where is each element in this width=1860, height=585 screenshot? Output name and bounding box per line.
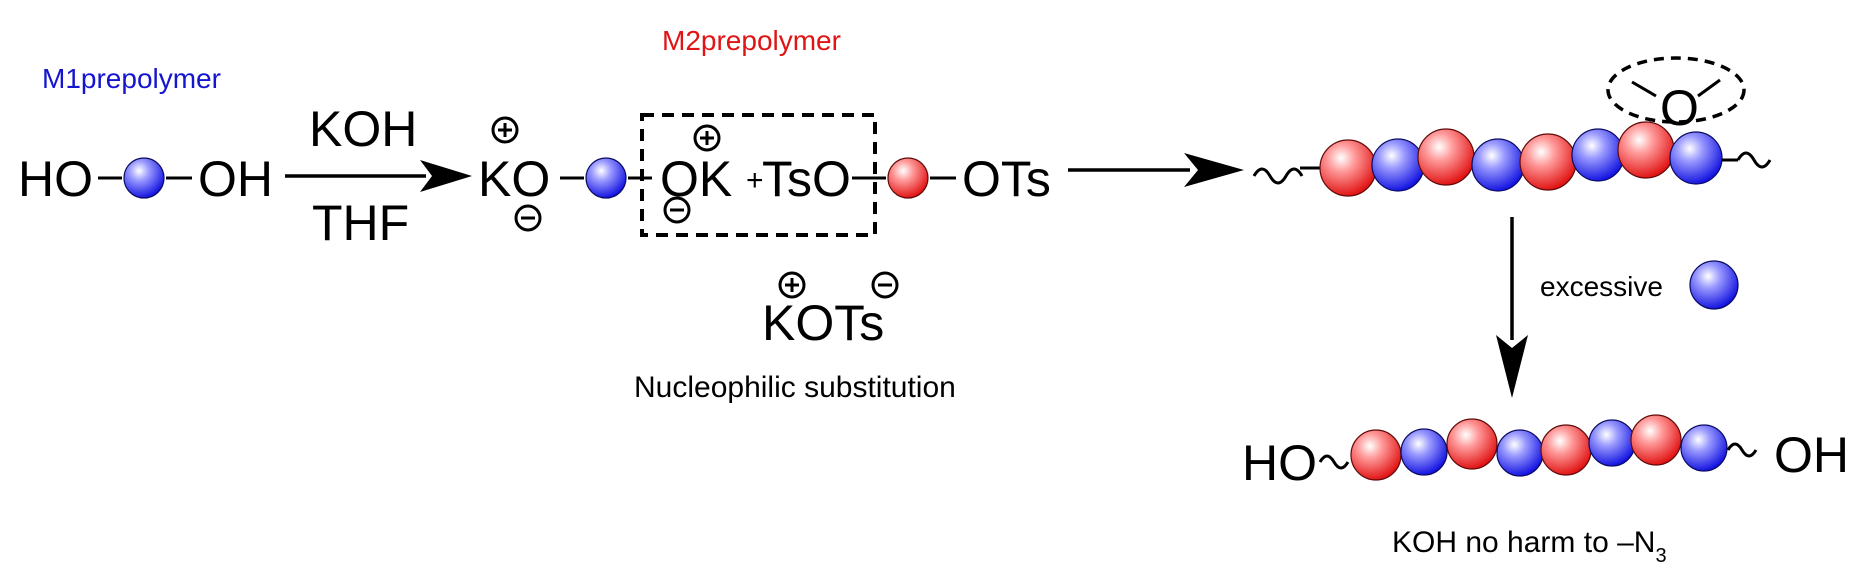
hydroxyl-terminated-copolymer: HO OH xyxy=(1242,414,1849,491)
minus-charge-icon xyxy=(663,196,691,224)
hydroxyl-right: OH xyxy=(198,151,273,207)
red-monomer-bead xyxy=(1519,133,1577,191)
red-monomer-bead xyxy=(1417,128,1475,186)
minus-charge-icon xyxy=(871,271,899,299)
kots-byproduct: KOTs xyxy=(762,271,899,351)
blue-monomer-bead xyxy=(123,157,165,199)
kots-formula: KOTs xyxy=(762,295,884,351)
potassium-alkoxide-left: KO xyxy=(478,151,550,207)
note-subscript: 3 xyxy=(1655,545,1666,567)
blue-monomer-bead xyxy=(1669,131,1723,185)
reaction-arrow-2 xyxy=(1068,153,1244,187)
blue-monomer-bead xyxy=(585,157,627,199)
ether-linkage-ellipse xyxy=(1606,56,1746,124)
reactive-site-box xyxy=(640,113,877,237)
alternating-copolymer-chain: O xyxy=(1252,56,1772,197)
red-monomer-bead xyxy=(1319,139,1377,197)
red-monomer-bead xyxy=(1350,429,1402,481)
plus-charge-icon xyxy=(491,116,519,144)
wavy-chain-end-right xyxy=(1726,442,1758,458)
hydroxyl-end-left: HO xyxy=(1242,435,1317,491)
blue-monomer-bead xyxy=(1471,138,1525,192)
blue-monomer-bead xyxy=(1588,419,1636,467)
mechanism-caption: Nucleophilic substitution xyxy=(634,371,956,404)
red-monomer-bead xyxy=(1540,424,1592,476)
excessive-label: excessive xyxy=(1540,271,1663,302)
wavy-chain-end-left xyxy=(1318,454,1350,470)
red-monomer-bead xyxy=(887,157,929,199)
azide-compatibility-note: KOH no harm to –N3 xyxy=(1392,526,1667,567)
m1-prepolymer-label: M1prepolymer xyxy=(42,63,221,94)
blue-monomer-bead xyxy=(1371,138,1425,192)
bond xyxy=(1631,80,1657,98)
minus-charge-icon xyxy=(514,204,542,232)
plus-charge-icon xyxy=(693,124,721,152)
small-plus-sign: + xyxy=(746,164,764,197)
reagent-koh: KOH xyxy=(309,101,417,157)
arrow-head xyxy=(1184,153,1244,187)
blue-monomer-bead xyxy=(1680,424,1728,472)
wavy-chain-end-right xyxy=(1736,151,1772,169)
m1-diol-molecule: HO OH xyxy=(18,151,273,207)
red-monomer-bead xyxy=(1446,418,1498,470)
arrow-head xyxy=(1496,335,1528,398)
reaction-arrow-3: excessive xyxy=(1496,217,1739,398)
blue-monomer-bead xyxy=(1400,428,1448,476)
m2-prepolymer-label: M2prepolymer xyxy=(662,25,841,56)
blue-monomer-bead xyxy=(1689,260,1739,310)
reaction-arrow-1: KOH THF xyxy=(285,101,472,251)
wavy-chain-end-left xyxy=(1252,167,1304,185)
arrow-head xyxy=(420,160,472,192)
blue-monomer-bead xyxy=(1496,429,1544,477)
bond xyxy=(1697,78,1721,98)
ether-oxygen: O xyxy=(1660,80,1699,136)
note-text: KOH no harm to –N xyxy=(1392,526,1655,559)
tosylate-left: TsO xyxy=(762,151,851,207)
tosylate-right: OTs xyxy=(962,151,1051,207)
hydroxyl-left: HO xyxy=(18,151,93,207)
hydroxyl-end-right: OH xyxy=(1774,427,1849,483)
plus-charge-icon xyxy=(778,271,806,299)
blue-monomer-bead xyxy=(1571,128,1625,182)
alkoxide-intermediate: KO OK + TsO OTs xyxy=(478,113,1051,237)
reagent-thf: THF xyxy=(312,195,409,251)
red-monomer-bead xyxy=(1630,414,1682,466)
